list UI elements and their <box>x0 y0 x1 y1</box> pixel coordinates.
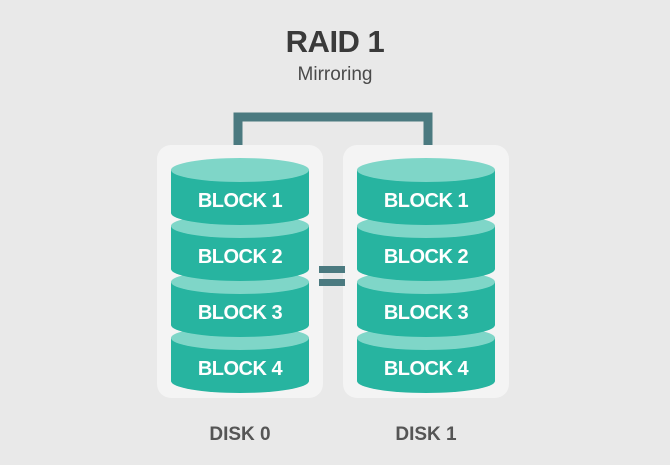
disk-0-block-stack: BLOCK 4 BLOCK 3 BLOCK 2 BLOCK 1 <box>171 158 309 393</box>
block-side <box>357 226 495 281</box>
block-side <box>171 338 309 393</box>
block-side <box>357 282 495 337</box>
block-side <box>171 170 309 225</box>
disk-1-label: DISK 1 <box>395 424 457 445</box>
mirror-connector-line <box>233 112 433 168</box>
block-side <box>357 338 495 393</box>
block-label: BLOCK 1 <box>198 190 283 212</box>
disk-1-block-1: BLOCK 1 <box>357 158 495 225</box>
block-label: BLOCK 1 <box>384 190 469 212</box>
disk-0-label: DISK 0 <box>209 424 270 445</box>
block-label: BLOCK 3 <box>384 302 469 324</box>
block-label: BLOCK 2 <box>198 246 283 268</box>
block-label: BLOCK 2 <box>384 246 469 268</box>
disk-0: BLOCK 4 BLOCK 3 BLOCK 2 BLOCK 1 DISK 0 <box>157 145 323 445</box>
disk-0-block-1: BLOCK 1 <box>171 158 309 225</box>
equals-sign-icon <box>319 266 345 286</box>
block-side <box>171 226 309 281</box>
disk-1-block-3: BLOCK 3 <box>357 270 495 337</box>
block-side <box>171 282 309 337</box>
disk-1: BLOCK 4 BLOCK 3 BLOCK 2 BLOCK 1 DISK 1 <box>343 145 509 445</box>
block-top <box>171 158 309 182</box>
block-label: BLOCK 4 <box>198 358 284 380</box>
block-label: BLOCK 3 <box>198 302 283 324</box>
disk-1-block-stack: BLOCK 4 BLOCK 3 BLOCK 2 BLOCK 1 <box>357 158 495 393</box>
block-top <box>357 158 495 182</box>
diagram-subtitle: Mirroring <box>298 64 373 85</box>
block-side <box>357 170 495 225</box>
diagram-title: RAID 1 <box>286 24 385 59</box>
block-label: BLOCK 4 <box>384 358 470 380</box>
